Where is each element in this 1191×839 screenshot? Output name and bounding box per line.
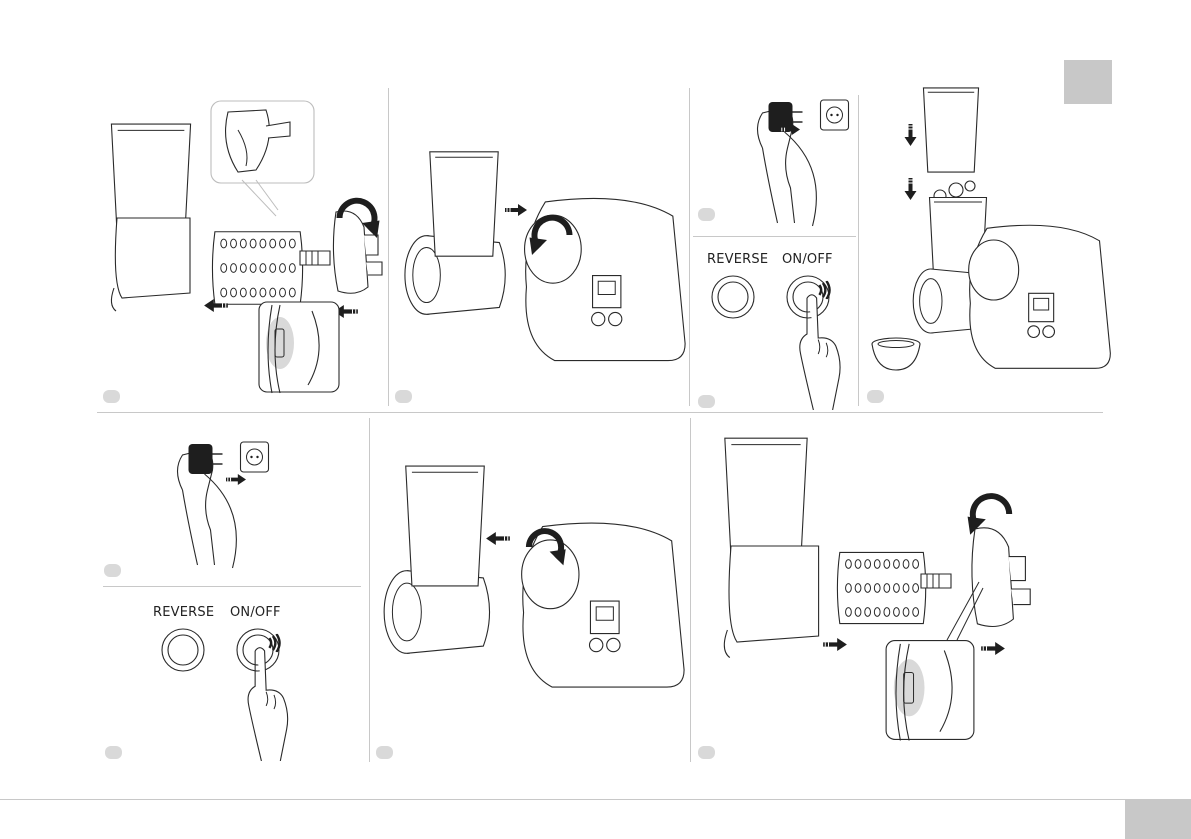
pusher-illustration	[922, 84, 980, 176]
reverse-label: REVERSE	[707, 252, 768, 267]
hopper-illustration	[398, 464, 492, 588]
arrow-icon	[823, 638, 847, 651]
step-badge-5a	[104, 564, 121, 577]
arrow-down-icon	[904, 178, 917, 200]
onoff-label: ON/OFF	[230, 605, 281, 620]
panel-detach	[376, 460, 686, 740]
rotate-arrow-icon	[522, 524, 568, 570]
arrow-icon	[780, 124, 800, 135]
arrow-down-icon	[904, 124, 917, 146]
drum-illustration	[835, 544, 931, 632]
divider-v-5	[690, 418, 691, 762]
arrow-icon	[505, 204, 527, 216]
bowl-illustration	[870, 336, 922, 372]
divider-h-middle	[97, 412, 1103, 413]
plug-hand-illustration	[730, 88, 855, 228]
housing-illustration	[112, 213, 192, 303]
reverse-button[interactable]	[711, 275, 755, 319]
divider-v-3	[858, 95, 859, 406]
step-badge-6	[376, 746, 393, 759]
rotate-arrow-icon	[527, 210, 577, 260]
step-badge-3a	[698, 208, 715, 221]
step-badge-2	[395, 390, 412, 403]
detail-callout-bottom	[885, 638, 975, 742]
panel-plug-2	[150, 430, 275, 570]
finger-illustration	[228, 643, 298, 761]
panel-plug-1	[730, 88, 855, 228]
divider-v-2	[689, 88, 690, 406]
finger-illustration	[780, 290, 850, 410]
body-illustration	[962, 220, 1112, 370]
panel-disassembly	[705, 432, 1035, 747]
footer-line	[0, 799, 1191, 800]
step-badge-7	[698, 746, 715, 759]
callout-pointer	[240, 180, 280, 220]
panel-assembly-1	[100, 95, 385, 395]
onoff-label: ON/OFF	[782, 252, 833, 267]
detail-callout-bottom	[258, 301, 340, 393]
panel-feed	[866, 80, 1106, 390]
arrow-icon	[226, 474, 246, 485]
divider-v-4	[369, 418, 370, 762]
step-badge-3b	[698, 395, 715, 408]
page-number-tab	[1125, 800, 1191, 839]
reverse-label: REVERSE	[153, 605, 214, 620]
step-badge-5b	[105, 746, 122, 759]
divider-h-power-bottom	[103, 586, 361, 587]
callout-pointer	[943, 582, 983, 642]
divider-h-power-top	[693, 236, 856, 237]
rotate-arrow-icon	[332, 193, 382, 243]
step-badge-4	[867, 390, 884, 403]
reverse-button[interactable]	[161, 628, 205, 672]
housing-illustration	[719, 540, 827, 648]
arrow-icon	[204, 299, 228, 312]
arrow-icon	[981, 642, 1005, 655]
detail-callout-top	[210, 100, 315, 185]
hopper-illustration	[425, 150, 503, 258]
rotate-arrow-icon	[965, 488, 1017, 540]
plug-hand-illustration	[150, 430, 275, 570]
panel-attach-1	[395, 130, 685, 390]
arrow-icon	[486, 532, 510, 545]
divider-v-1	[388, 88, 389, 406]
